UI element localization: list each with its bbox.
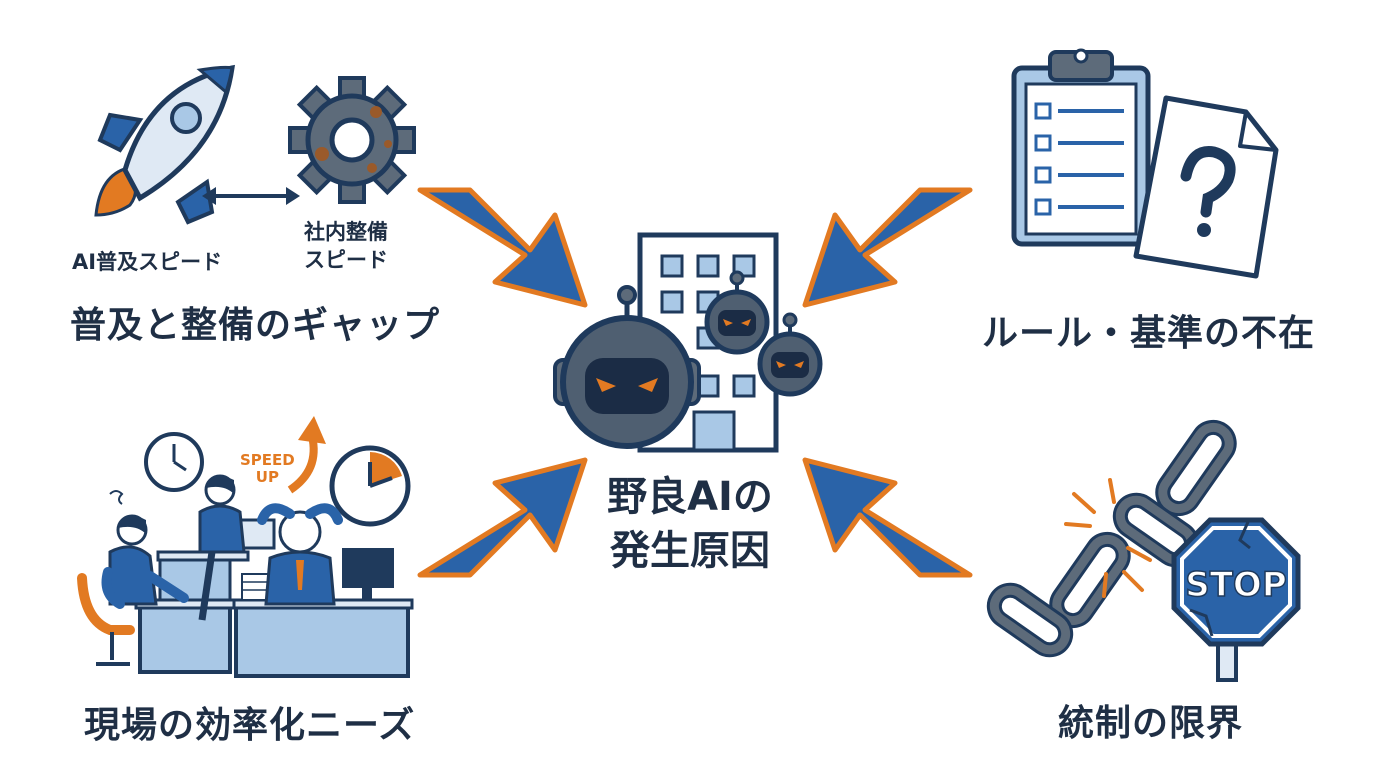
rocket-icon xyxy=(94,64,235,225)
gap-right-caption-line2: スピード xyxy=(304,248,388,272)
arrow-bottom-left xyxy=(417,457,588,578)
speed-up-label: SPEED UP xyxy=(240,452,295,486)
arrow-top-left xyxy=(417,187,588,308)
center-title-line1: 野良AIの xyxy=(607,474,773,520)
double-arrow-icon xyxy=(202,187,300,205)
gap-right-caption: 社内整備 スピード xyxy=(304,218,388,274)
gap-right-caption-line1: 社内整備 xyxy=(304,220,388,244)
speed-up-arrow-icon xyxy=(287,416,326,494)
arrow-bottom-right xyxy=(802,457,973,578)
question-document-icon xyxy=(1133,95,1279,279)
robot-small-icon xyxy=(757,312,823,397)
speed-up-line1: SPEED xyxy=(240,451,295,469)
speed-up-line2: UP xyxy=(255,468,279,486)
rusty-gear-icon xyxy=(288,76,416,204)
robot-large-icon xyxy=(553,285,701,449)
center-title-line2: 発生原因 xyxy=(610,528,770,574)
gap-left-caption: AI普及スピード xyxy=(72,250,223,274)
control-title: 統制の限界 xyxy=(1058,703,1244,744)
timer-clock-icon xyxy=(329,445,411,527)
wall-clock-icon xyxy=(144,432,204,492)
efficiency-title: 現場の効率化ニーズ xyxy=(84,705,416,746)
rules-title: ルール・基準の不在 xyxy=(982,313,1316,354)
arrow-top-right xyxy=(802,187,973,308)
clipboard-checklist-icon xyxy=(1011,48,1151,247)
break-spark-icon xyxy=(1064,478,1152,598)
office-workers-scene xyxy=(77,416,414,678)
stop-sign-text: STOP xyxy=(1185,565,1287,605)
center-title: 野良AIの 発生原因 xyxy=(580,470,800,578)
robot-small-icon xyxy=(704,270,770,355)
gap-title: 普及と整備のギャップ xyxy=(70,305,441,346)
stop-sign-icon: STOP xyxy=(1171,517,1301,682)
broken-chain-icon xyxy=(986,419,1237,658)
